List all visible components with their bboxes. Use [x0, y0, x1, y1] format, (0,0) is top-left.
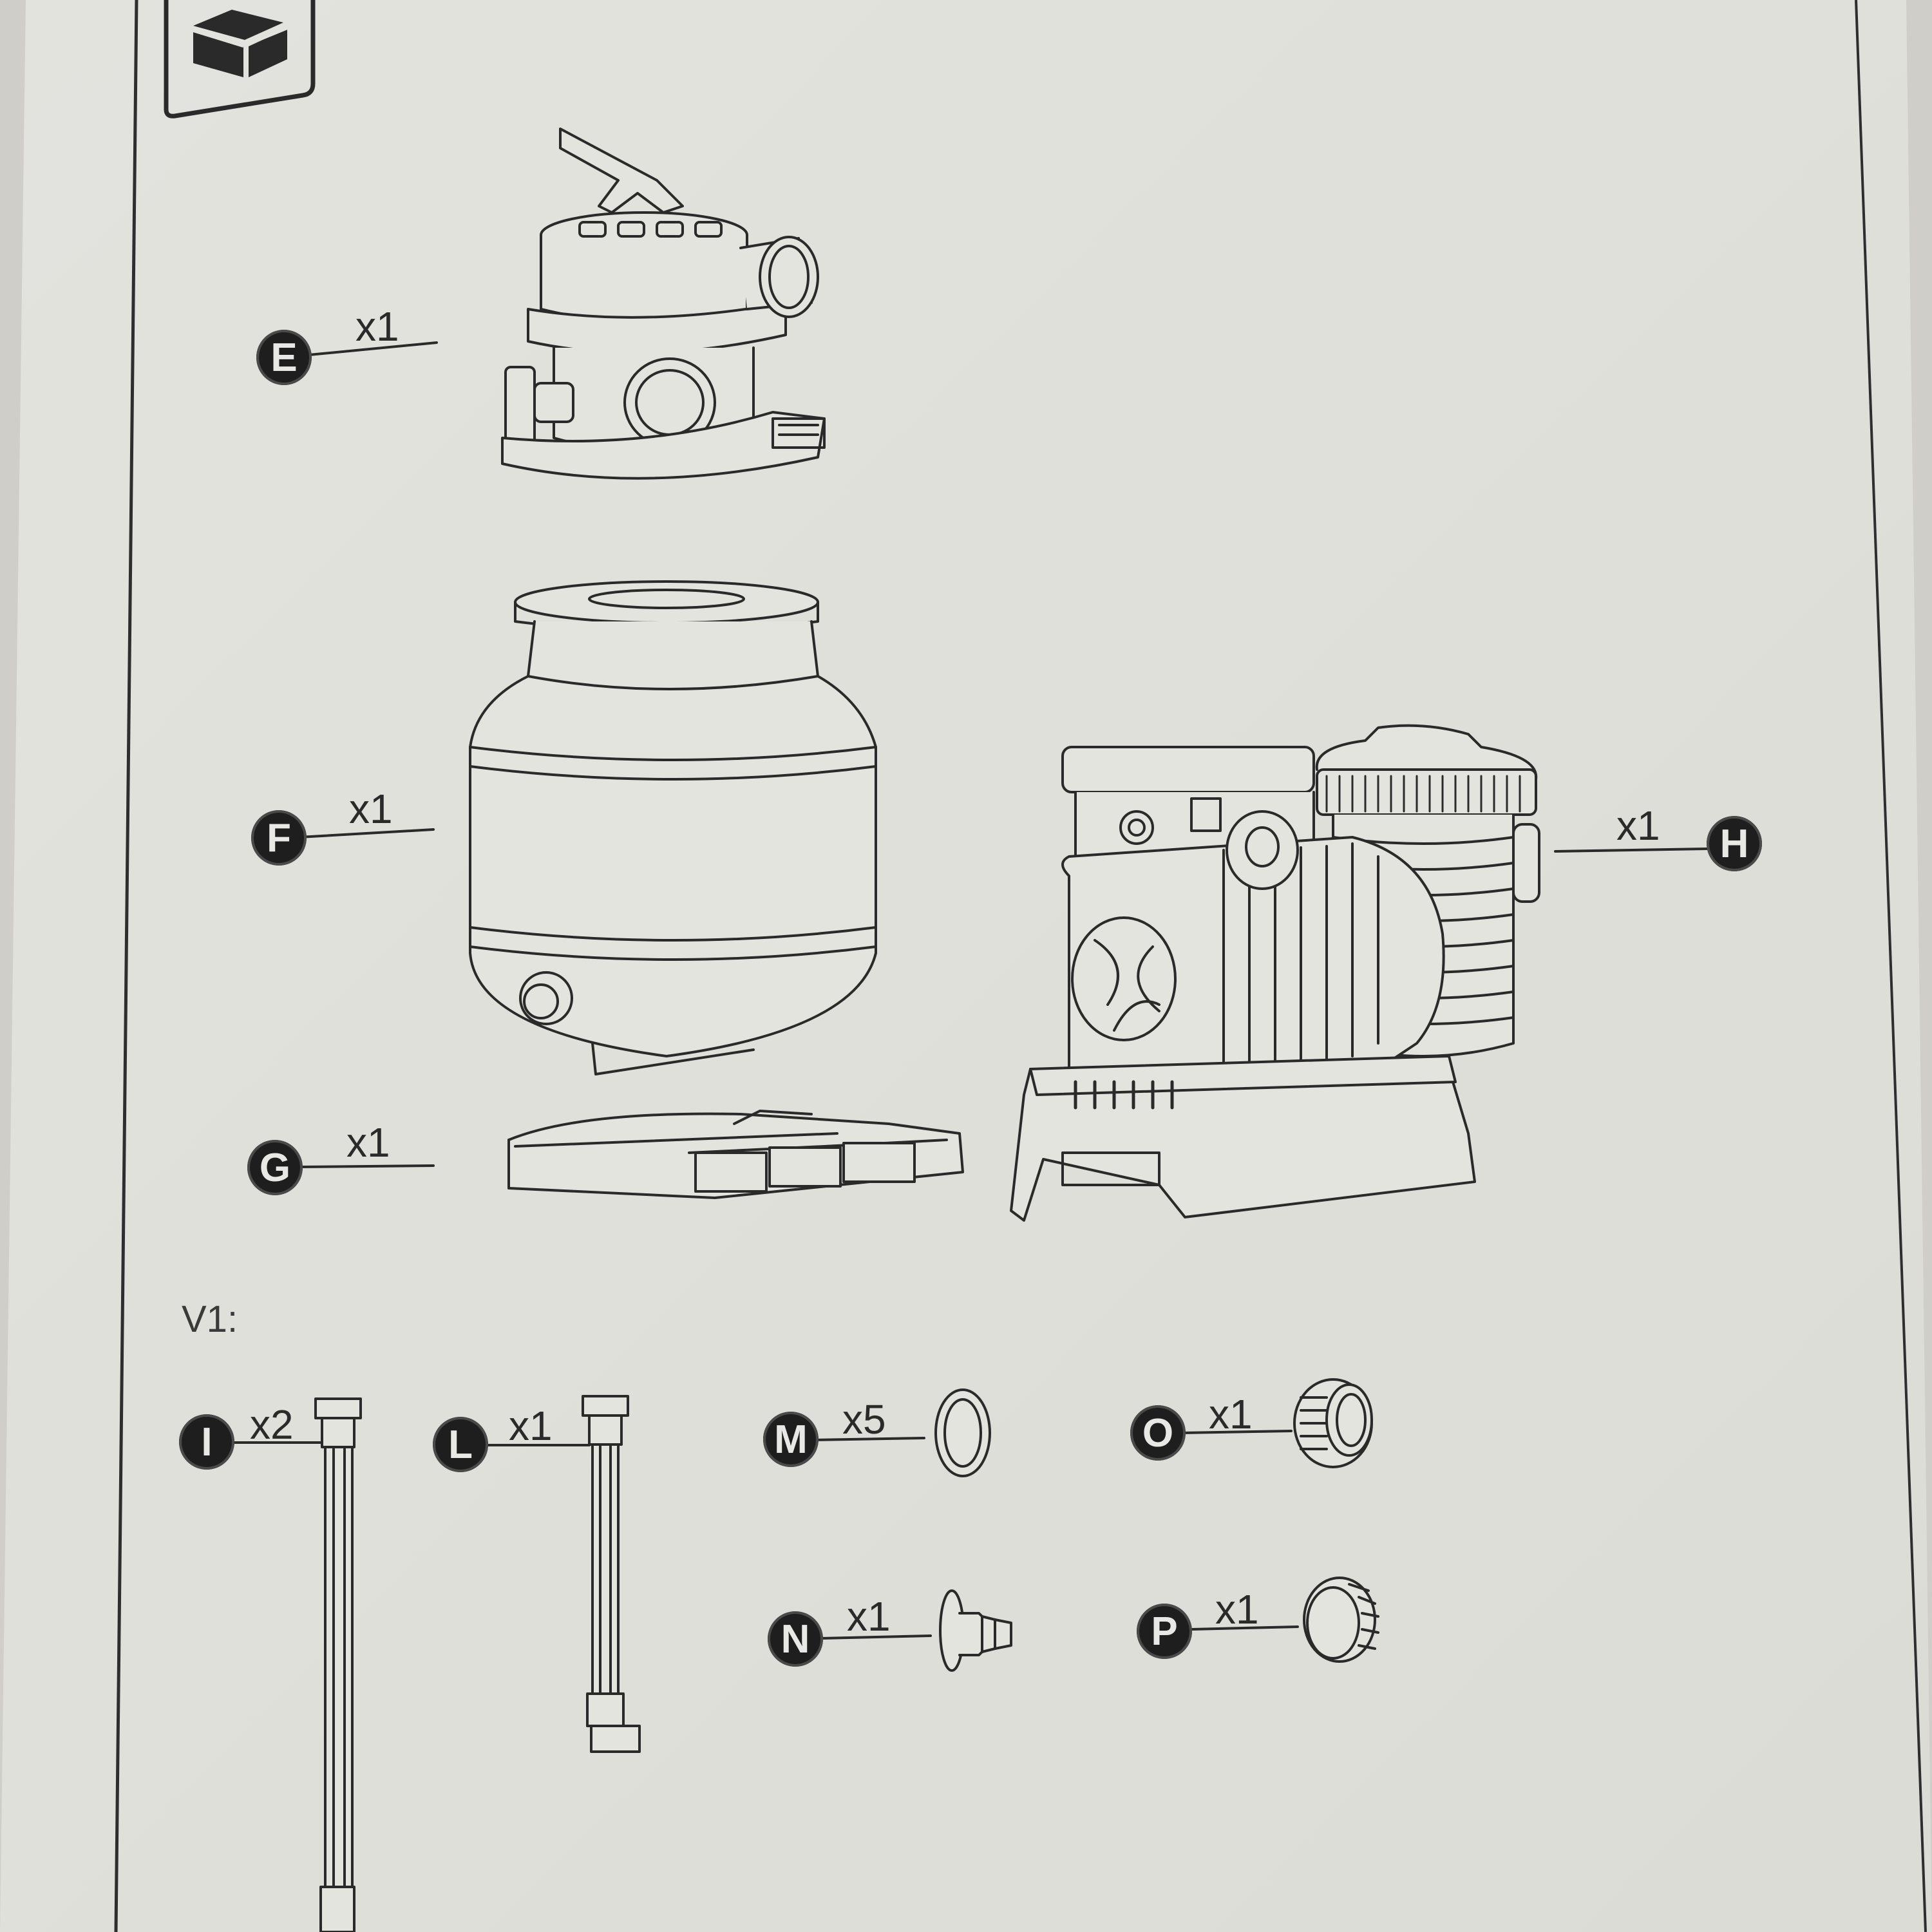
multiport-valve-drawing: [501, 128, 826, 480]
short-hose-drawing: [582, 1395, 641, 1753]
part-letter-badge: L: [433, 1417, 488, 1472]
part-quantity: x1: [355, 303, 399, 350]
part-letter-badge: I: [179, 1414, 234, 1470]
part-letter-badge: G: [247, 1140, 303, 1195]
part-quantity: x1: [346, 1119, 390, 1166]
part-quantity: x2: [250, 1401, 294, 1448]
filter-base-drawing: [507, 1110, 964, 1199]
part-letter-badge: H: [1707, 816, 1762, 871]
frame-left-line: [114, 0, 138, 1932]
part-letter-badge: N: [768, 1611, 823, 1667]
part-quantity: x1: [1215, 1586, 1259, 1633]
part-quantity: x1: [349, 786, 393, 832]
part-letter-badge: E: [256, 330, 312, 385]
pump-drawing: [1010, 724, 1540, 1222]
o-ring-drawing: [934, 1388, 991, 1477]
package-box-icon: [164, 0, 316, 118]
long-hose-drawing: [314, 1397, 362, 1932]
part-quantity: x1: [847, 1593, 891, 1640]
part-quantity: x5: [842, 1396, 886, 1443]
frame-right-line: [1855, 0, 1927, 1932]
union-nut-drawing: [1293, 1378, 1373, 1468]
part-letter-badge: M: [763, 1412, 819, 1467]
part-letter-badge: P: [1137, 1604, 1192, 1659]
part-letter-badge: F: [251, 810, 307, 866]
part-quantity: x1: [1616, 802, 1660, 849]
leader-lines: [221, 341, 1708, 1640]
part-letter-badge: O: [1130, 1405, 1186, 1461]
end-cap-drawing: [1303, 1577, 1379, 1663]
part-quantity: x1: [1209, 1391, 1253, 1437]
filter-tank-drawing: [469, 580, 877, 1075]
part-quantity: x1: [509, 1403, 553, 1449]
hose-adapter-drawing: [939, 1589, 1012, 1672]
section-label-v1: V1:: [182, 1298, 238, 1340]
